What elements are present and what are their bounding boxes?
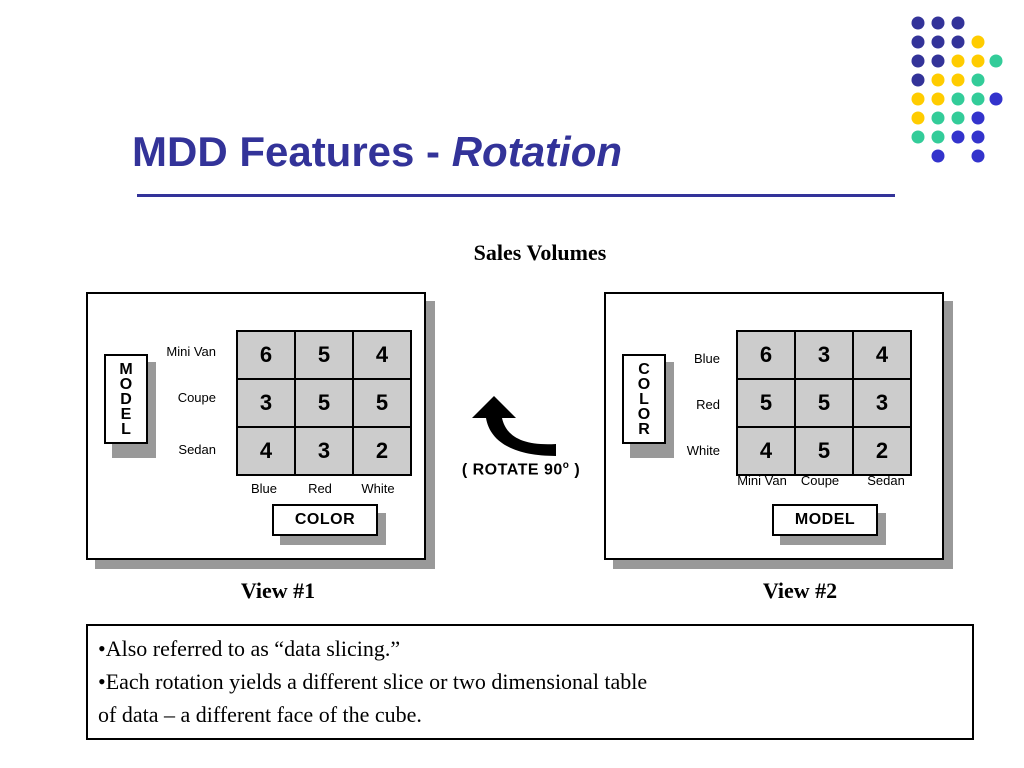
view2-panel: C O L O R Blue Red White 6 3 4 5 5 3 4 5…: [604, 292, 944, 560]
decorative-dot: [951, 92, 965, 106]
cube-cell: 2: [854, 428, 910, 474]
axis-letter: L: [121, 420, 131, 438]
view1-col-label: Red: [308, 481, 332, 496]
cube-cell: 6: [238, 332, 294, 378]
title-underline: [137, 194, 895, 197]
decorative-dot: [971, 111, 985, 125]
note-line: •Also referred to as “data slicing.”: [98, 636, 401, 661]
axis-letter: O: [637, 375, 651, 393]
axis-letter: L: [639, 390, 649, 408]
cube-cell: 3: [796, 332, 852, 378]
decorative-dot: [971, 130, 985, 144]
view2-col-label: Coupe: [800, 473, 840, 488]
decorative-dot: [951, 16, 965, 30]
decorative-dot: [911, 73, 925, 87]
view1-col-axis-label: COLOR: [272, 504, 378, 536]
rotate-arrow-icon: [472, 396, 556, 456]
view2-row-label: Blue: [693, 351, 720, 366]
axis-letter: M: [119, 360, 133, 378]
cube-cell: 6: [738, 332, 794, 378]
decorative-dot: [911, 111, 925, 125]
decorative-dot: [931, 149, 945, 163]
slide-title: MDD Features - Rotation: [132, 128, 622, 176]
view2-cube-face: 6 3 4 5 5 3 4 5 2: [736, 330, 912, 476]
rotate-text: ( ROTATE 90: [461, 461, 563, 479]
note-line: of data – a different face of the cube.: [98, 702, 422, 727]
cube-cell: 5: [296, 380, 352, 426]
cube-cell: 4: [354, 332, 410, 378]
decorative-dot: [951, 73, 965, 87]
view1-caption: View #1: [240, 578, 316, 603]
title-italic: Rotation: [451, 128, 623, 175]
decorative-dot: [931, 92, 945, 106]
decorative-dot: [911, 35, 925, 49]
axis-letter: C: [638, 360, 650, 378]
view1-panel: M O D E L Mini Van Coupe Sedan 6 5 4 3 5…: [86, 292, 426, 560]
diagram-heading: Sales Volumes: [473, 240, 607, 265]
decorative-dot: [931, 54, 945, 68]
cube-cell: 5: [354, 380, 410, 426]
view1-col-label: Blue: [250, 481, 278, 496]
decorative-dot: [931, 16, 945, 30]
notes-box: •Also referred to as “data slicing.” •Ea…: [86, 624, 974, 740]
view1-row-label: Mini Van: [166, 344, 216, 359]
view2-caption: View #2: [762, 578, 838, 603]
decorative-dot: [971, 92, 985, 106]
view2-col-label: Mini Van: [737, 473, 787, 488]
cube-cell: 5: [796, 380, 852, 426]
cube-cell: 2: [354, 428, 410, 474]
title-main: MDD Features -: [132, 128, 452, 175]
decorative-dot: [971, 73, 985, 87]
cube-cell: 4: [738, 428, 794, 474]
decorative-dot: [931, 130, 945, 144]
view1-row-label: Coupe: [177, 390, 216, 405]
view2-row-label: White: [686, 443, 720, 458]
view2-col-axis-label: MODEL: [772, 504, 878, 536]
decorative-dot: [911, 92, 925, 106]
cube-cell: 5: [738, 380, 794, 426]
decorative-dot: [989, 92, 1003, 106]
rotate-degree: o: [562, 460, 570, 471]
decorative-dot: [931, 35, 945, 49]
decorative-dot: [951, 130, 965, 144]
decorative-dot: [911, 130, 925, 144]
view2-row-label: Red: [696, 397, 720, 412]
decorative-dot: [971, 54, 985, 68]
rotate-close: ): [569, 461, 581, 479]
cube-cell: 4: [238, 428, 294, 474]
axis-letter: O: [119, 375, 133, 393]
axis-letter: O: [637, 405, 651, 423]
decorative-dot: [951, 111, 965, 125]
decorative-dot: [911, 54, 925, 68]
decorative-dot: [951, 35, 965, 49]
cube-cell: 3: [296, 428, 352, 474]
view2-row-axis-label: C O L O R: [622, 354, 666, 444]
view2-col-label: Sedan: [867, 473, 905, 488]
cube-cell: 3: [238, 380, 294, 426]
decorative-dot: [971, 35, 985, 49]
axis-letter: E: [120, 405, 132, 423]
decorative-dot: [911, 16, 925, 30]
axis-letter: D: [120, 390, 132, 408]
view1-cube-face: 6 5 4 3 5 5 4 3 2: [236, 330, 412, 476]
decorative-dot: [951, 54, 965, 68]
axis-letter: R: [638, 420, 650, 438]
view1-row-axis-label: M O D E L: [104, 354, 148, 444]
cube-cell: 5: [796, 428, 852, 474]
note-line: •Each rotation yields a different slice …: [98, 669, 648, 694]
decorative-dot: [931, 73, 945, 87]
decorative-dot: [971, 149, 985, 163]
cube-cell: 3: [854, 380, 910, 426]
cube-cell: 4: [854, 332, 910, 378]
cube-cell: 5: [296, 332, 352, 378]
view1-row-label: Sedan: [178, 442, 216, 457]
decorative-dot: [989, 54, 1003, 68]
view1-col-label: White: [361, 481, 395, 496]
decorative-dot: [931, 111, 945, 125]
rotate-label: ( ROTATE 90o ): [440, 460, 602, 479]
